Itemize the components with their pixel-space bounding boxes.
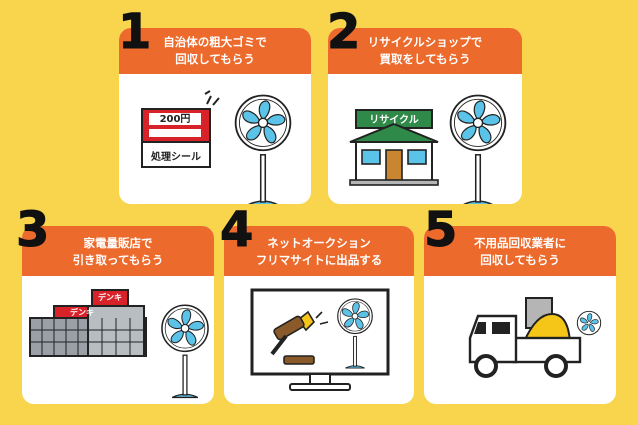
fan-icon [576, 310, 602, 336]
card-5-number: 5 [423, 202, 458, 258]
card-4-number: 4 [219, 202, 254, 258]
card-1-number: 1 [117, 4, 152, 60]
card-2-title-line1: リサイクルショップで [367, 35, 483, 49]
card-4-title-line2: フリマサイトに出品する [255, 253, 383, 267]
card-5: 不用品回収業者に 回収してもらう [424, 226, 616, 404]
card-3-header: 家電量販店で 引き取ってもらう [22, 226, 214, 276]
card-1: 自治体の粗大ゴミで 回収してもらう 200円 処理シール [119, 28, 311, 204]
fan-icon [234, 94, 292, 204]
shop-icon [349, 109, 439, 186]
sparkle-icon [204, 90, 220, 106]
card-4-header: ネットオークション フリマサイトに出品する [224, 226, 414, 276]
gavel-icon [270, 310, 329, 365]
card-2-header: リサイクルショップで 買取をしてもらう [328, 28, 522, 74]
card-2-title-line2: 買取をしてもらう [379, 52, 471, 66]
card-5-title-line2: 回収してもらう [480, 253, 560, 267]
shop-sign: リサイクル [369, 115, 419, 126]
card-3-number: 3 [15, 202, 50, 258]
fan-icon [337, 298, 373, 369]
store-icon [29, 289, 147, 357]
card-5-header: 不用品回収業者に 回収してもらう [424, 226, 616, 276]
card-4-title-line1: ネットオークション [267, 236, 371, 250]
card-1-title-line1: 自治体の粗大ゴミで [163, 35, 267, 49]
store-sign: デンキ [98, 293, 122, 302]
card-5-title-line1: 不用品回収業者に [474, 236, 566, 250]
card-1-title-line2: 回収してもらう [175, 52, 255, 66]
card-3-title-line1: 家電量販店で [83, 236, 153, 250]
card-2: リサイクルショップで 買取をしてもらう リサイクル [328, 28, 522, 204]
truck-icon [468, 297, 582, 378]
sticker-icon [141, 108, 211, 168]
card-2-number: 2 [326, 4, 361, 60]
store-sign-lower: デンキ [70, 308, 94, 317]
fan-icon [449, 94, 507, 204]
sticker-label: 処理シール [151, 152, 201, 163]
card-4: ネットオークション フリマサイトに出品する [224, 226, 414, 404]
card-3-title-line2: 引き取ってもらう [72, 253, 164, 267]
card-1-header: 自治体の粗大ゴミで 回収してもらう [119, 28, 311, 74]
sticker-price: 200円 [159, 114, 191, 125]
card-3: 家電量販店で 引き取ってもらう デンキ デンキ [22, 226, 214, 404]
fan-icon [161, 304, 209, 399]
